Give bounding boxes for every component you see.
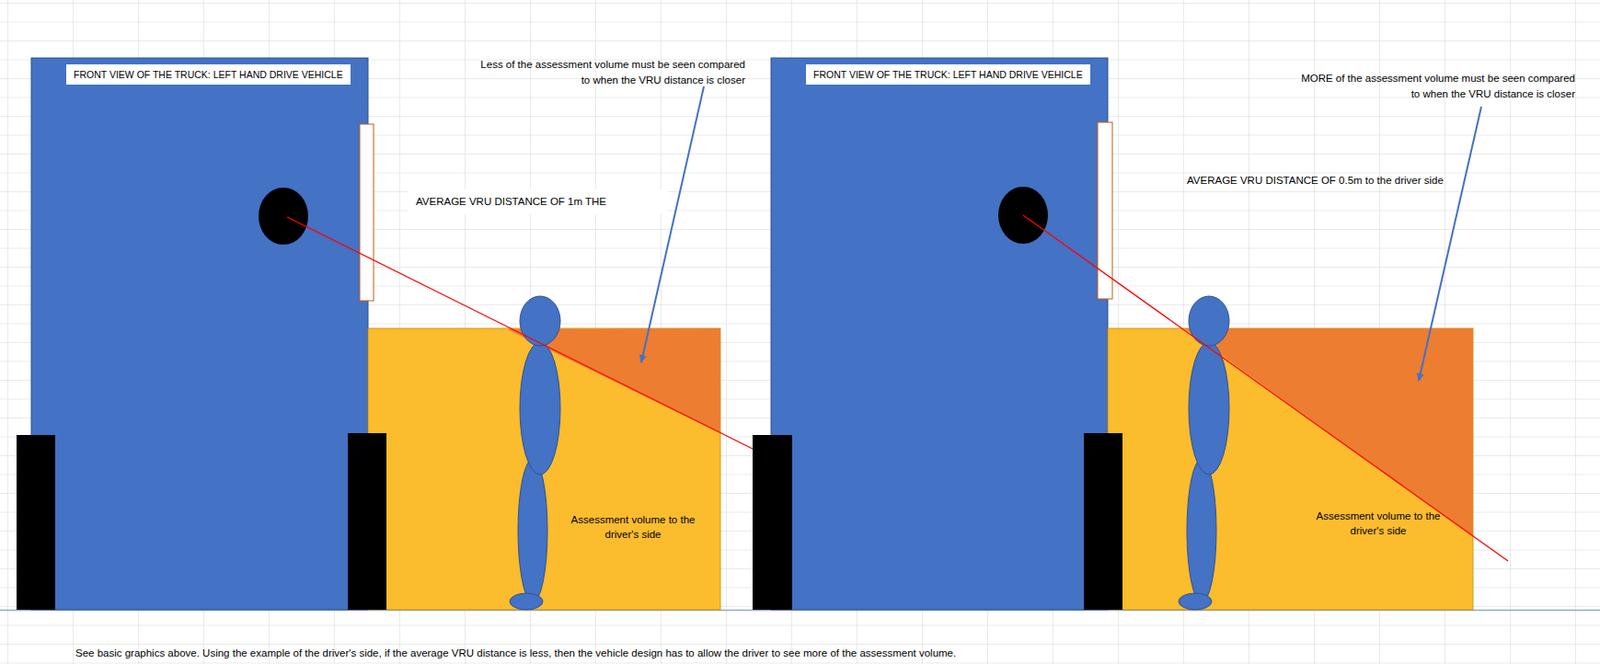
distance-label: AVERAGE VRU DISTANCE OF 1m THE — [408, 189, 668, 215]
assessment-volume: Assessment volume to the driver's side — [1107, 328, 1474, 611]
truck-body: FRONT VIEW OF THE TRUCK: LEFT HAND DRIVE… — [31, 57, 369, 611]
volume-label: Assessment volume to the driver's side — [1300, 509, 1457, 539]
left-panel — [16, 57, 753, 611]
right-panel — [752, 57, 1508, 611]
volume-label: Assessment volume to the driver's side — [554, 513, 712, 542]
truck-title: FRONT VIEW OF THE TRUCK: LEFT HAND DRIVE… — [66, 64, 351, 85]
distance-label: AVERAGE VRU DISTANCE OF 0.5m to the driv… — [1186, 172, 1500, 189]
caption: See basic graphics above. Using the exam… — [75, 645, 956, 662]
callout-note: Less of the assessment volume must be se… — [469, 57, 746, 88]
callout-note: MORE of the assessment volume must be se… — [1299, 70, 1576, 102]
truck-title: FRONT VIEW OF THE TRUCK: LEFT HAND DRIVE… — [805, 64, 1091, 85]
truck-body: FRONT VIEW OF THE TRUCK: LEFT HAND DRIVE… — [771, 57, 1108, 611]
assessment-volume: Assessment volume to the driver's side — [368, 328, 721, 611]
